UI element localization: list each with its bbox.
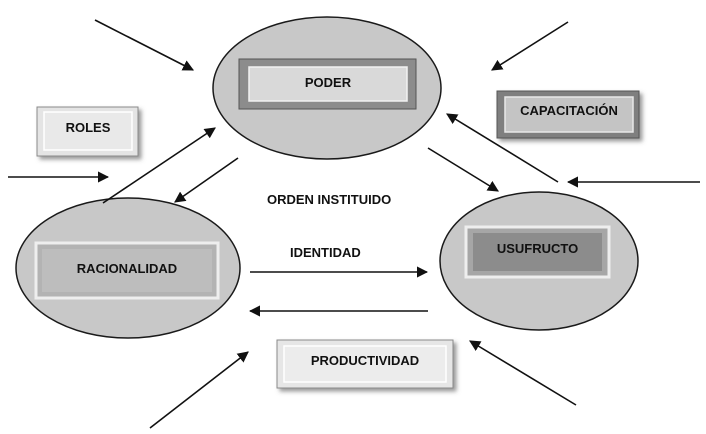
arrow-bottomright-to-usufructo <box>469 340 577 406</box>
capacitacion-label: CAPACITACIÓN <box>520 103 618 118</box>
poder-label: PODER <box>304 74 352 90</box>
arrow-racionalidad-to-poder <box>102 127 216 204</box>
capacitacion-box-inner <box>504 96 634 133</box>
arrow-poder-to-usufructo <box>427 147 499 192</box>
arrow-poder-to-racionalidad <box>174 157 239 203</box>
roles-box-inner <box>43 111 133 151</box>
racionalidad-label: RACIONALIDAD <box>76 260 178 276</box>
arrow-topleft-to-poder <box>94 19 194 71</box>
identidad-label: IDENTIDAD <box>290 245 361 260</box>
orden-instituido-label: ORDEN INSTITUIDO <box>267 192 392 207</box>
usufructo-box-inner <box>473 233 602 271</box>
productividad-box-inner <box>283 345 447 383</box>
arrow-usufructo-to-poder <box>446 113 559 183</box>
productividad-label: PRODUCTIVIDAD <box>310 352 420 368</box>
usufructo-label: USUFRUCTO <box>496 240 579 256</box>
poder-box-inner <box>248 66 408 102</box>
arrow-bottomleft-to-racionalidad <box>149 351 249 429</box>
racionalidad-box-inner <box>42 249 212 292</box>
roles-label: ROLES <box>65 119 111 135</box>
arrow-topright-to-poder <box>491 21 569 71</box>
